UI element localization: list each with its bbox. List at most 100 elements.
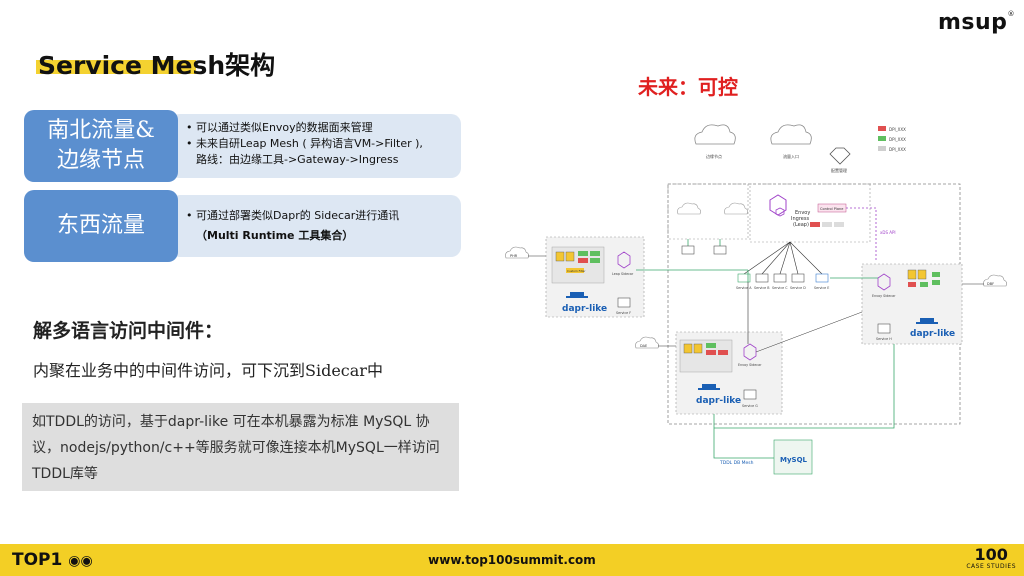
legend-text-2: DPI_XXX: [889, 137, 906, 142]
xds-line: [846, 207, 877, 262]
chip-green: [932, 272, 940, 277]
example-line-1: 如TDDL的访问，基于dapr-like 可在本机暴露为标准 MySQL 协: [32, 414, 430, 430]
service-b-icon: [755, 273, 769, 283]
filter-chip: [822, 222, 832, 227]
filter-chip: [810, 222, 820, 227]
service-row: Service A Service B Service C Service D …: [736, 273, 829, 290]
db-icon: [917, 269, 927, 280]
example-line-2: 议，nodejs/python/c++等服务就可像连接本机MySQL一样访问: [32, 440, 440, 456]
row-2-label: 东西流量: [24, 190, 178, 262]
chip-green: [578, 251, 588, 256]
service-h-label: Service H: [876, 337, 892, 341]
custom-filter-chip: [566, 268, 584, 273]
cloud-icon: [983, 274, 1007, 287]
mysql-box: [773, 439, 813, 475]
service-a-icon: [737, 273, 751, 283]
cloud-icon: [694, 124, 736, 145]
service-e-label: Service E: [814, 286, 829, 290]
case-studies-text: CASE STUDIES: [966, 563, 1016, 570]
leap-sidecar-label: Leap Sidecar: [612, 272, 634, 276]
ingress-text: Ingress: [791, 216, 809, 222]
envoy-icon: [743, 343, 757, 361]
sidecar-label: Envoy Sidecar: [872, 294, 896, 298]
chip-green: [706, 343, 716, 348]
legend: DPI_XXX DPI_XXX DPI_XXX: [878, 126, 906, 152]
dapr-like-label: dapr-like: [562, 304, 607, 314]
node-label-dae: DAE: [640, 344, 647, 348]
ingress-box: [749, 183, 871, 243]
chip-red: [718, 350, 728, 355]
filter-chip: [834, 222, 844, 227]
top-left-label: 边缘节点: [706, 153, 722, 159]
row-1-text: 可以通过类似Envoy的数据面来管理 未来自研Leap Mesh ( 异构语言V…: [186, 120, 458, 168]
legend-swatch-1: [878, 126, 886, 131]
chip-red: [908, 282, 916, 287]
chip-red: [706, 350, 716, 355]
example-line-3: TDDL库等: [32, 466, 98, 482]
legend-swatch-2: [878, 136, 886, 141]
example-box: 如TDDL的访问，基于dapr-like 可在本机暴露为标准 MySQL 协 议…: [22, 403, 459, 491]
top100-logo: TOP1 ◉◉: [12, 550, 93, 570]
footer-url[interactable]: www.top100summit.com: [428, 553, 596, 567]
dapr-hat-icon: [920, 318, 934, 323]
db-icon: [693, 343, 703, 354]
sidecar-label: Envoy Sidecar: [738, 363, 762, 367]
row-1-bullet-2: 未来自研Leap Mesh ( 异构语言VM->Filter ), 路线：由边缘…: [186, 136, 458, 168]
service-d-icon: [791, 273, 805, 283]
legend-text-1: DPI_XXX: [889, 127, 906, 132]
cloud-icon: [635, 336, 659, 349]
top-services: [681, 245, 727, 255]
envoy-icon: [769, 194, 787, 216]
chip-green: [590, 251, 600, 256]
green-link: [714, 344, 895, 429]
edge-node-box: [667, 183, 749, 240]
top-right-label: 配置管理: [831, 167, 847, 173]
service-a-label: Service A: [736, 286, 752, 290]
future-label: 未来：可控: [638, 75, 738, 99]
cloud-icon: [505, 246, 529, 259]
row-1-label-line1: 南北流量&: [47, 118, 155, 143]
chip-green: [932, 280, 940, 285]
body-line: 内聚在业务中的中间件访问，可下沉到Sidecar中: [33, 361, 383, 380]
db-icon: [683, 343, 693, 354]
custom-filter-label: Custom Filter: [567, 269, 586, 273]
footer-bar: TOP1 ◉◉ www.top100summit.com 100 CASE ST…: [0, 544, 1024, 576]
envoy-icon: [617, 251, 631, 269]
row-2-text: 可通过部署类似Dapr的 Sidecar进行通讯 （Multi Runtime …: [186, 208, 458, 244]
service-g-label: Service G: [742, 404, 758, 408]
server-icon: [617, 297, 631, 308]
cloud-icon: [677, 202, 701, 215]
dapr-hat-brim: [566, 296, 588, 298]
node-label-dbf: DBF: [987, 282, 994, 286]
service-d-label: Service D: [790, 286, 806, 290]
legend-text-3: DPI_XXX: [889, 147, 906, 152]
chip-green: [920, 282, 928, 287]
db-icon: [555, 251, 565, 262]
title-block: Service Mesh架构: [36, 42, 281, 82]
dapr-like-label: dapr-like: [696, 396, 741, 406]
row-1-label: 南北流量& 边缘节点: [24, 110, 178, 182]
legend-swatch-3: [878, 146, 886, 151]
green-links: [687, 239, 721, 246]
sub-heading: 解多语言访问中间件：: [33, 320, 224, 342]
row-1-label-line2: 边缘节点: [56, 148, 145, 173]
dapr-hat-brim: [916, 322, 938, 324]
dapr-hat-icon: [702, 384, 716, 389]
green-link: [713, 414, 774, 459]
row-1-bullet-1: 可以通过类似Envoy的数据面来管理: [186, 120, 458, 136]
service-c-icon: [773, 273, 787, 283]
cloud-icon: [770, 124, 812, 145]
row-1-bullet-2-line2: 路线：由边缘工具->Gateway->Ingress: [196, 153, 399, 166]
service-icon: [681, 245, 695, 255]
chip-red: [578, 258, 588, 263]
service-icon: [713, 245, 727, 255]
row-1-bullet-2-line1: 未来自研Leap Mesh ( 异构语言VM->Filter ),: [196, 137, 423, 150]
diamond-icon: [829, 147, 851, 165]
server-icon: [743, 389, 757, 400]
dapr-like-label: dapr-like: [910, 329, 955, 339]
service-f-label: Service F: [616, 311, 631, 315]
title-highlight: [36, 60, 196, 74]
db-icon: [565, 251, 575, 262]
ingress-links: [743, 241, 823, 275]
architecture-diagram: DPI_XXX DPI_XXX DPI_XXX 边缘节点 流量入口 配置管理 E…: [505, 124, 1007, 475]
